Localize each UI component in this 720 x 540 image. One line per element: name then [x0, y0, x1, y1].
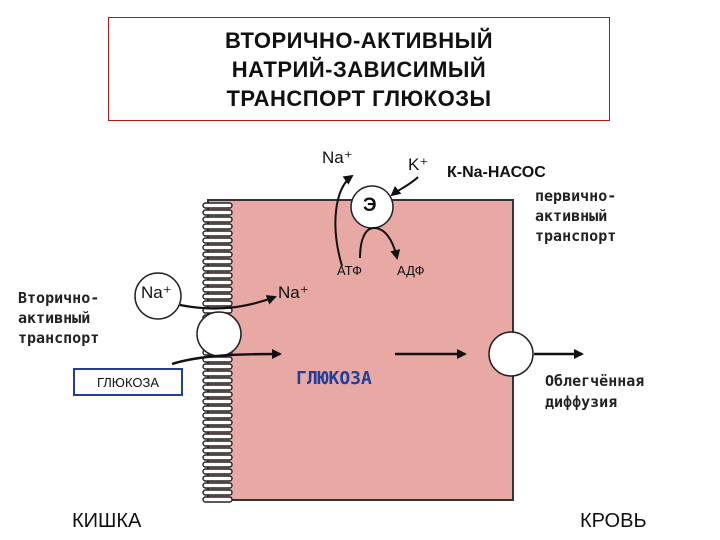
blood-label: КРОВЬ — [580, 510, 647, 532]
secondary-line-3: транспорт — [18, 329, 100, 347]
primary-line-2: активный — [535, 207, 608, 225]
microvillus — [202, 265, 233, 272]
glucose-inside-label: ГЛЮКОЗА — [296, 368, 372, 389]
microvillus — [202, 482, 233, 489]
na-outside-label: Na⁺ — [141, 283, 172, 302]
microvillus — [202, 426, 233, 433]
microvillus — [202, 398, 233, 405]
microvillus — [202, 272, 233, 279]
facilitated-diffusion-label: Облегчённая диффузия — [545, 371, 644, 413]
microvillus — [202, 391, 233, 398]
microvillus — [202, 244, 233, 251]
facilitated-line-1: Облегчённая — [545, 372, 645, 390]
microvillus — [202, 377, 233, 384]
k-influx-arrow — [390, 176, 419, 197]
glut-transporter-circle — [488, 331, 534, 377]
secondary-line-2: активный — [18, 309, 91, 327]
pump-enzyme-label: Э — [363, 195, 377, 216]
microvillus — [202, 489, 233, 496]
secondary-line-1: Вторично- — [18, 289, 100, 307]
microvillus — [202, 230, 233, 237]
microvillus — [202, 216, 233, 223]
microvillus — [202, 286, 233, 293]
microvillus — [202, 461, 233, 468]
intestine-label: КИШКА — [72, 510, 142, 532]
title-line-2: НАТРИЙ-ЗАВИСИМЫЙ — [231, 56, 487, 82]
microvillus — [202, 209, 233, 216]
na-efflux-arrow — [334, 174, 354, 267]
microvillus — [202, 237, 233, 244]
atp-label: АТФ — [337, 263, 363, 278]
secondary-transport-label: Вторично- активный транспорт — [18, 288, 99, 348]
primary-transport-label: первично- активный транспорт — [535, 186, 616, 246]
glucose-entry-arrow — [171, 349, 282, 366]
microvillus — [202, 202, 233, 209]
na-outside-circle — [134, 272, 182, 320]
pump-name-label: К-Na-НАСОС — [447, 164, 546, 181]
atp-adp-arrow — [359, 226, 401, 260]
microvillus — [202, 279, 233, 286]
microvillus — [202, 475, 233, 482]
pump-na-label: Na⁺ — [322, 148, 353, 167]
primary-line-3: транспорт — [535, 227, 617, 245]
title-line-3: ТРАНСПОРТ ГЛЮКОЗЫ — [226, 85, 492, 111]
microvillus — [202, 405, 233, 412]
na-inside-label: Na⁺ — [278, 283, 309, 302]
microvillus — [202, 468, 233, 475]
microvillus — [202, 412, 233, 419]
adp-label: АДФ — [397, 263, 425, 278]
na-into-cell-arrow — [179, 295, 277, 310]
microvillus — [202, 454, 233, 461]
microvillus — [202, 300, 233, 307]
primary-line-1: первично- — [535, 187, 617, 205]
microvillus — [202, 370, 233, 377]
microvillus — [202, 258, 233, 265]
microvillus — [202, 440, 233, 447]
microvillus — [202, 384, 233, 391]
microvillus — [202, 251, 233, 258]
microvillus — [202, 223, 233, 230]
microvillus — [202, 363, 233, 370]
glucose-outside-box: ГЛЮКОЗА — [73, 368, 183, 396]
title-box: ВТОРИЧНО-АКТИВНЫЙ НАТРИЙ-ЗАВИСИМЫЙ ТРАНС… — [108, 17, 610, 121]
symporter-circle — [196, 311, 242, 357]
microvillus — [202, 419, 233, 426]
microvilli — [202, 202, 233, 503]
facilitated-line-2: диффузия — [545, 393, 618, 411]
microvillus — [202, 496, 233, 503]
microvillus — [202, 447, 233, 454]
pump-k-label: K⁺ — [408, 155, 429, 174]
microvillus — [202, 433, 233, 440]
microvillus — [202, 293, 233, 300]
title-line-1: ВТОРИЧНО-АКТИВНЫЙ — [224, 27, 494, 53]
